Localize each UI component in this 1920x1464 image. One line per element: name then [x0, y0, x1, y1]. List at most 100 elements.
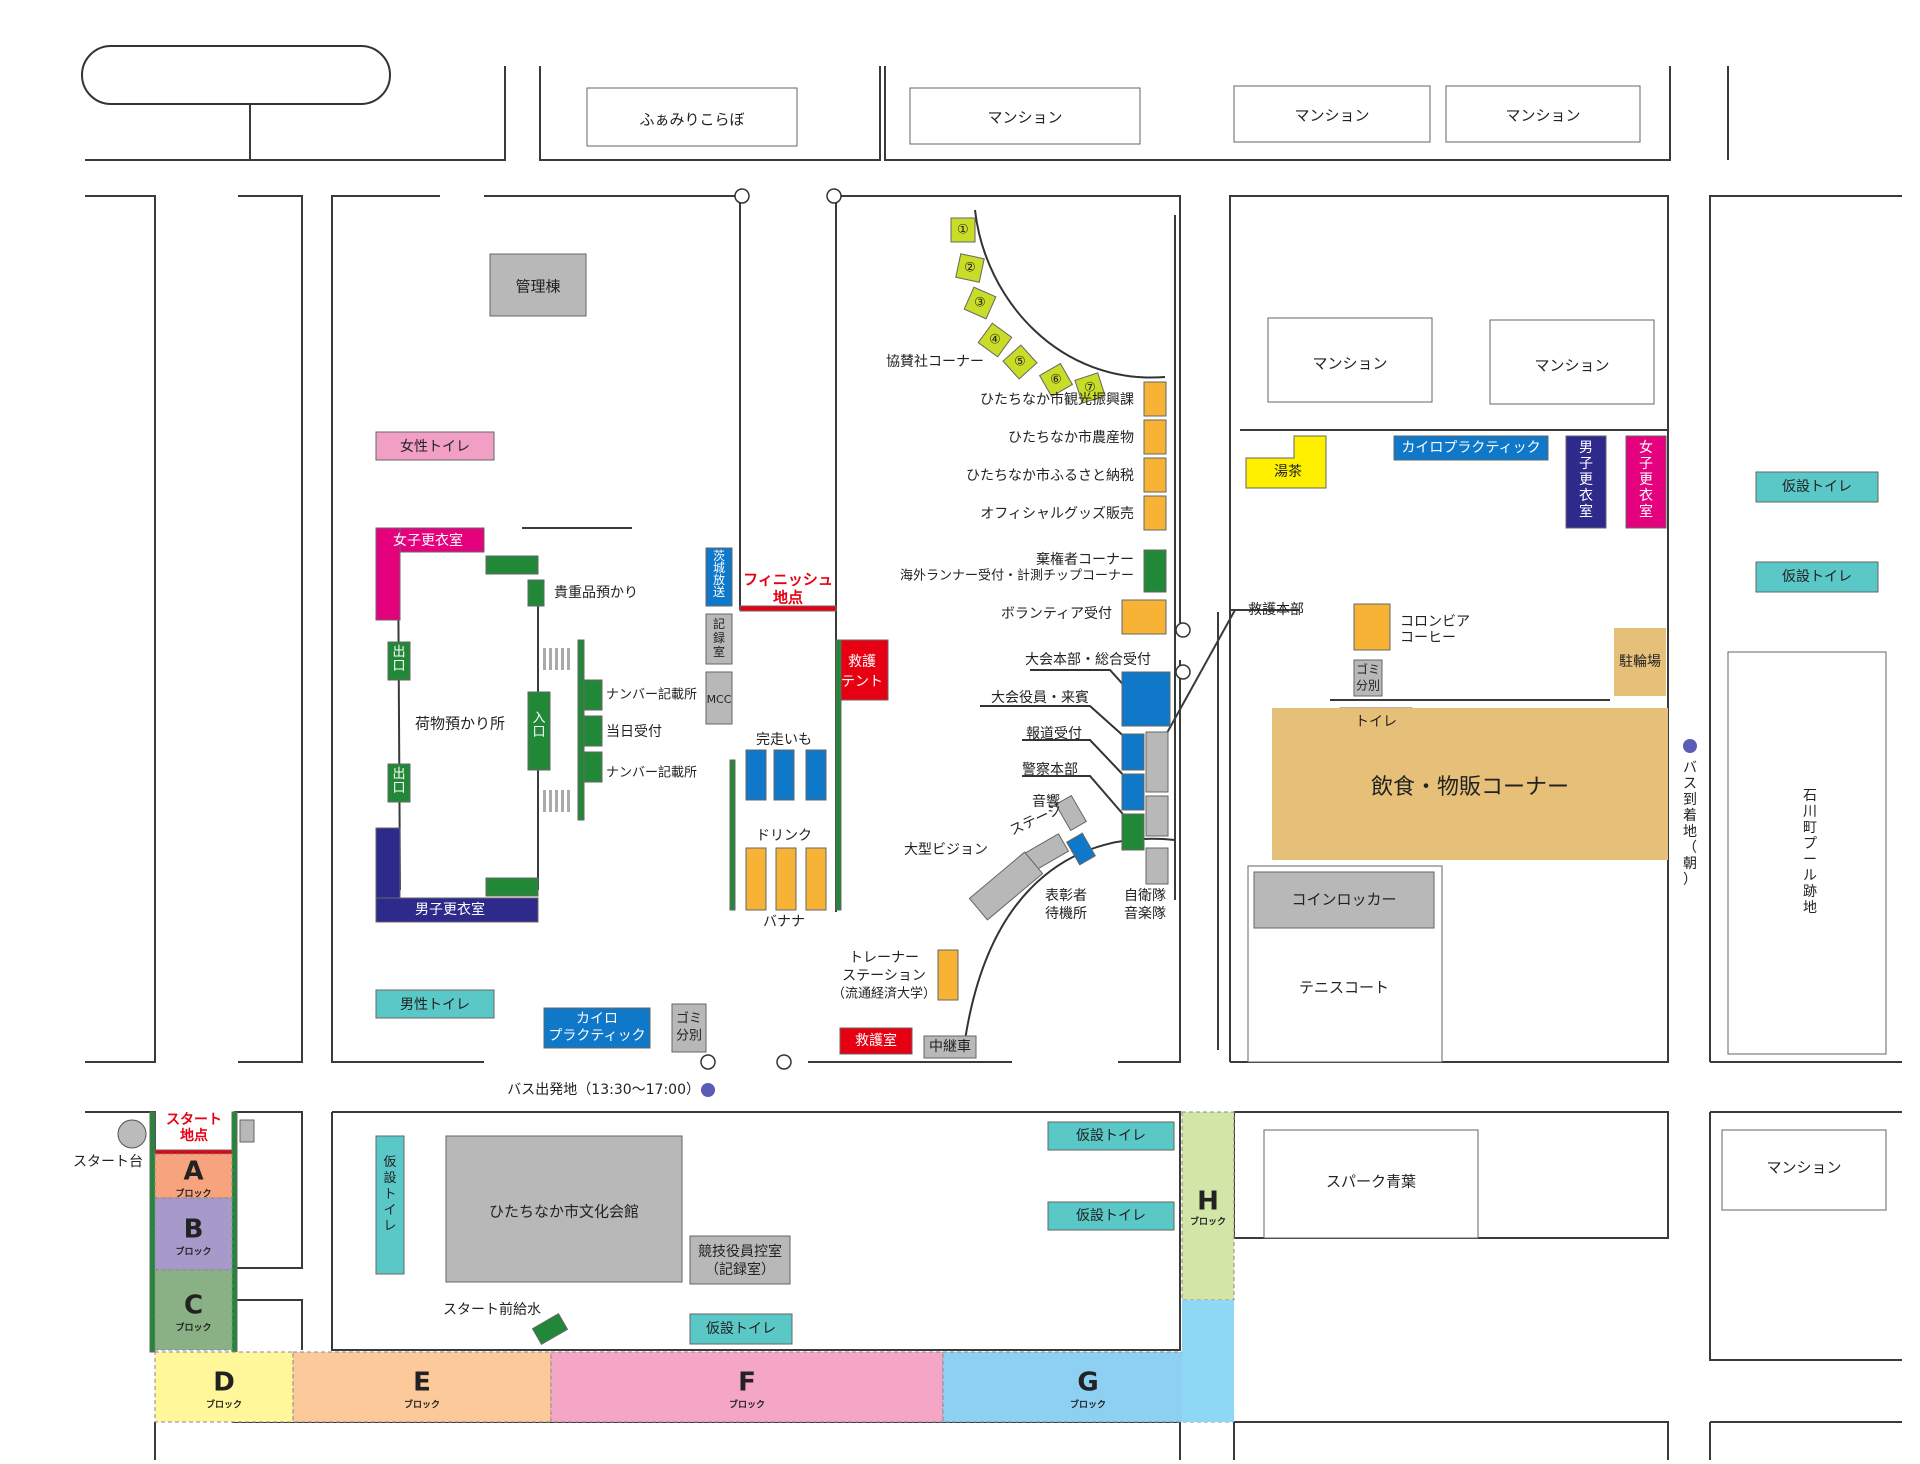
- block-D: [154, 1351, 294, 1423]
- pool-site-label: 石川町プール跡地: [1803, 788, 1817, 916]
- start-water: [531, 1313, 569, 1345]
- boys-changing-east: [1565, 435, 1607, 529]
- road-top-left: [85, 66, 506, 161]
- trainer-label-2: ステーション: [842, 968, 926, 984]
- number-desk-1: [583, 679, 603, 711]
- sponsor-arc: [974, 209, 1166, 379]
- sponsor-booth-3: [963, 286, 997, 320]
- chiro-west: [543, 1007, 651, 1049]
- same-day-label: 当日受付: [606, 724, 662, 740]
- sponsor-booth-1: [950, 217, 976, 243]
- runner-path: [964, 837, 1176, 1041]
- sdf-label-2: 音楽隊: [1124, 905, 1166, 922]
- valuables-box-1: [485, 555, 539, 575]
- admin-label: 管理棟: [515, 278, 560, 296]
- sponsor-num-7: ⑦: [1084, 381, 1096, 396]
- facility-labels: ふぁみりこらぼマンションマンションマンション管理棟女性トイレ女子更衣室貴重品預か…: [73, 107, 1852, 1411]
- lane-right-green: [835, 639, 842, 911]
- booth-goods-label: オフィシャルグッズ販売: [980, 506, 1134, 522]
- block-E-letter: E: [413, 1368, 431, 1398]
- number-record-1-label: ナンバー記載所: [606, 687, 697, 703]
- sponsor-num-1: ①: [957, 223, 969, 238]
- chiro-east-label: カイロプラクティック: [1401, 440, 1540, 456]
- girls-changing-east: [1625, 435, 1667, 529]
- mansion-1-label: マンション: [987, 109, 1062, 127]
- road-line: [232, 1421, 1181, 1460]
- crosswalk-mark: [555, 648, 558, 670]
- gomi-east: [1353, 659, 1383, 697]
- hq-leader: [1030, 669, 1129, 691]
- temp-toilet-south-v: [375, 1135, 405, 1275]
- kiken-label-2: 海外ランナー受付・計測チップコーナー: [900, 568, 1134, 584]
- block-C-word: ブロック: [175, 1322, 211, 1334]
- block-F: [550, 1351, 944, 1423]
- exit-2: [387, 763, 411, 803]
- officials-leader: [980, 705, 1129, 741]
- sound-box: [1055, 794, 1087, 832]
- drink-label: ドリンク: [756, 828, 812, 844]
- block-G-letter: G: [1077, 1368, 1098, 1398]
- block-H-word: ブロック: [1190, 1216, 1226, 1228]
- banana-label: バナナ: [763, 914, 805, 930]
- booth-kanko: [1143, 381, 1167, 417]
- start-stand-label: スタート台: [73, 1154, 143, 1170]
- booth-furusato: [1143, 457, 1167, 493]
- east-toilet-label: トイレ: [1355, 714, 1397, 730]
- sponsor-booth-5: [1002, 344, 1038, 380]
- temp-toilet-east-1: [1755, 471, 1879, 503]
- temp-toilet-south-2-label: 仮設トイレ: [1076, 1208, 1146, 1224]
- road-line: [884, 66, 1671, 161]
- side-box-3: [1145, 847, 1169, 885]
- rescue-hq-leader: [1151, 609, 1300, 761]
- chiro-west-label-2: プラクティック: [548, 1028, 645, 1044]
- road-node: [734, 188, 750, 204]
- spark-aoba: [1263, 1129, 1479, 1239]
- road-line: [1118, 660, 1181, 1063]
- block-H-letter: H: [1197, 1187, 1219, 1217]
- road-line: [331, 195, 484, 1063]
- bus-arrive-label: バス到着地（朝）: [1683, 760, 1697, 888]
- mansion-2: [1233, 85, 1431, 143]
- boys-changing-bottom: [375, 897, 539, 923]
- male-toilet: [375, 989, 495, 1019]
- crosswalk-mark: [549, 790, 552, 812]
- volunteer-label: ボランティア受付: [1001, 606, 1112, 622]
- road-node: [826, 188, 842, 204]
- number-desk-2: [583, 751, 603, 783]
- block-B-letter: B: [184, 1215, 204, 1245]
- boys-changing-east-label: 男子更衣室: [1579, 440, 1593, 520]
- mcc-booth: [705, 671, 733, 725]
- baggage-label: 荷物預かり所: [415, 715, 505, 733]
- crosswalk-mark: [543, 790, 546, 812]
- booth-furusato-label: ひたちなか市ふるさと納税: [966, 467, 1134, 484]
- trainer-label-3: （流通経済大学）: [832, 986, 936, 1002]
- press-leader: [1022, 739, 1129, 781]
- booth-kanko-label: ひたちなか市観光振興課: [980, 391, 1134, 408]
- police-booth: [1121, 813, 1145, 851]
- gomi-west: [671, 1003, 707, 1053]
- chiro-west-label-1: カイロ: [576, 1011, 618, 1027]
- crosswalk-mark: [561, 790, 564, 812]
- rescue-tent-label-1: 救護: [848, 654, 876, 670]
- temp-toilet-south-v-label: 仮設トイレ: [383, 1155, 396, 1234]
- rescue-room: [839, 1027, 913, 1055]
- mansion-1: [909, 87, 1141, 145]
- booth-nosanbutsu-label: ひたちなか市農産物: [1008, 429, 1134, 446]
- finish-line: [739, 605, 837, 612]
- rescue-tent: [835, 639, 889, 701]
- crosswalk-mark: [567, 648, 570, 670]
- road-line: [331, 1111, 1181, 1351]
- yucha-label: 湯茶: [1274, 463, 1302, 480]
- awardees-label-2: 待機所: [1045, 906, 1087, 922]
- road-node: [1175, 664, 1191, 680]
- food-corner: [1272, 708, 1668, 860]
- drink-table-1: [745, 847, 767, 911]
- hq-label: 大会本部・総合受付: [1025, 652, 1151, 668]
- temp-toilet-south-1-label: 仮設トイレ: [1076, 1128, 1146, 1144]
- coin-locker: [1253, 871, 1435, 929]
- road-line: [85, 1111, 156, 1350]
- sameday-desk: [583, 715, 603, 747]
- sponsor-num-2: ②: [964, 261, 976, 276]
- start-label-2: 地点: [180, 1127, 208, 1144]
